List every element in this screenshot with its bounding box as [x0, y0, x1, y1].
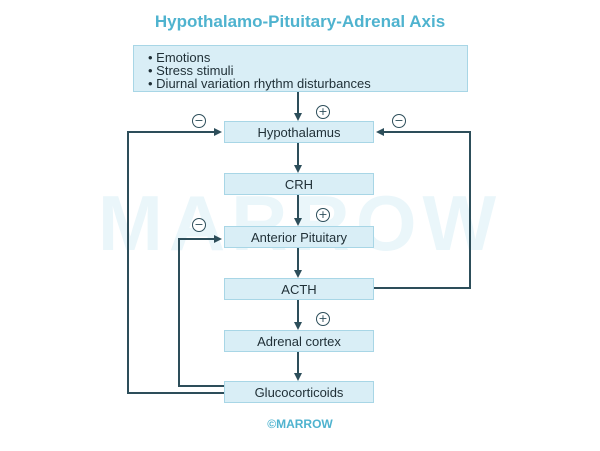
node-anterior-pituitary: Anterior Pituitary	[224, 226, 374, 248]
node-glucocorticoids: Glucocorticoids	[224, 381, 374, 403]
stimulus-item: Emotions	[148, 51, 467, 64]
feedback-gc-hypothalamus	[127, 128, 226, 394]
minus-sign-icon: −	[192, 114, 206, 128]
node-adrenal-cortex: Adrenal cortex	[224, 330, 374, 352]
plus-sign-icon: +	[316, 105, 330, 119]
node-acth: ACTH	[224, 278, 374, 300]
plus-sign-icon: +	[316, 312, 330, 326]
footer-copyright: ©MARROW	[267, 417, 333, 431]
feedback-acth-hypothalamus	[374, 128, 471, 289]
stimulus-item: Stress stimuli	[148, 64, 467, 77]
node-crh: CRH	[224, 173, 374, 195]
minus-sign-icon: −	[392, 114, 406, 128]
feedback-gc-pituitary	[178, 235, 226, 387]
stimulus-item: Diurnal variation rhythm disturbances	[148, 77, 467, 90]
node-hypothalamus: Hypothalamus	[224, 121, 374, 143]
diagram-title: Hypothalamo-Pituitary-Adrenal Axis	[154, 12, 446, 31]
plus-sign-icon: +	[316, 208, 330, 222]
stimuli-box: Emotions Stress stimuli Diurnal variatio…	[133, 45, 468, 92]
minus-sign-icon: −	[192, 218, 206, 232]
